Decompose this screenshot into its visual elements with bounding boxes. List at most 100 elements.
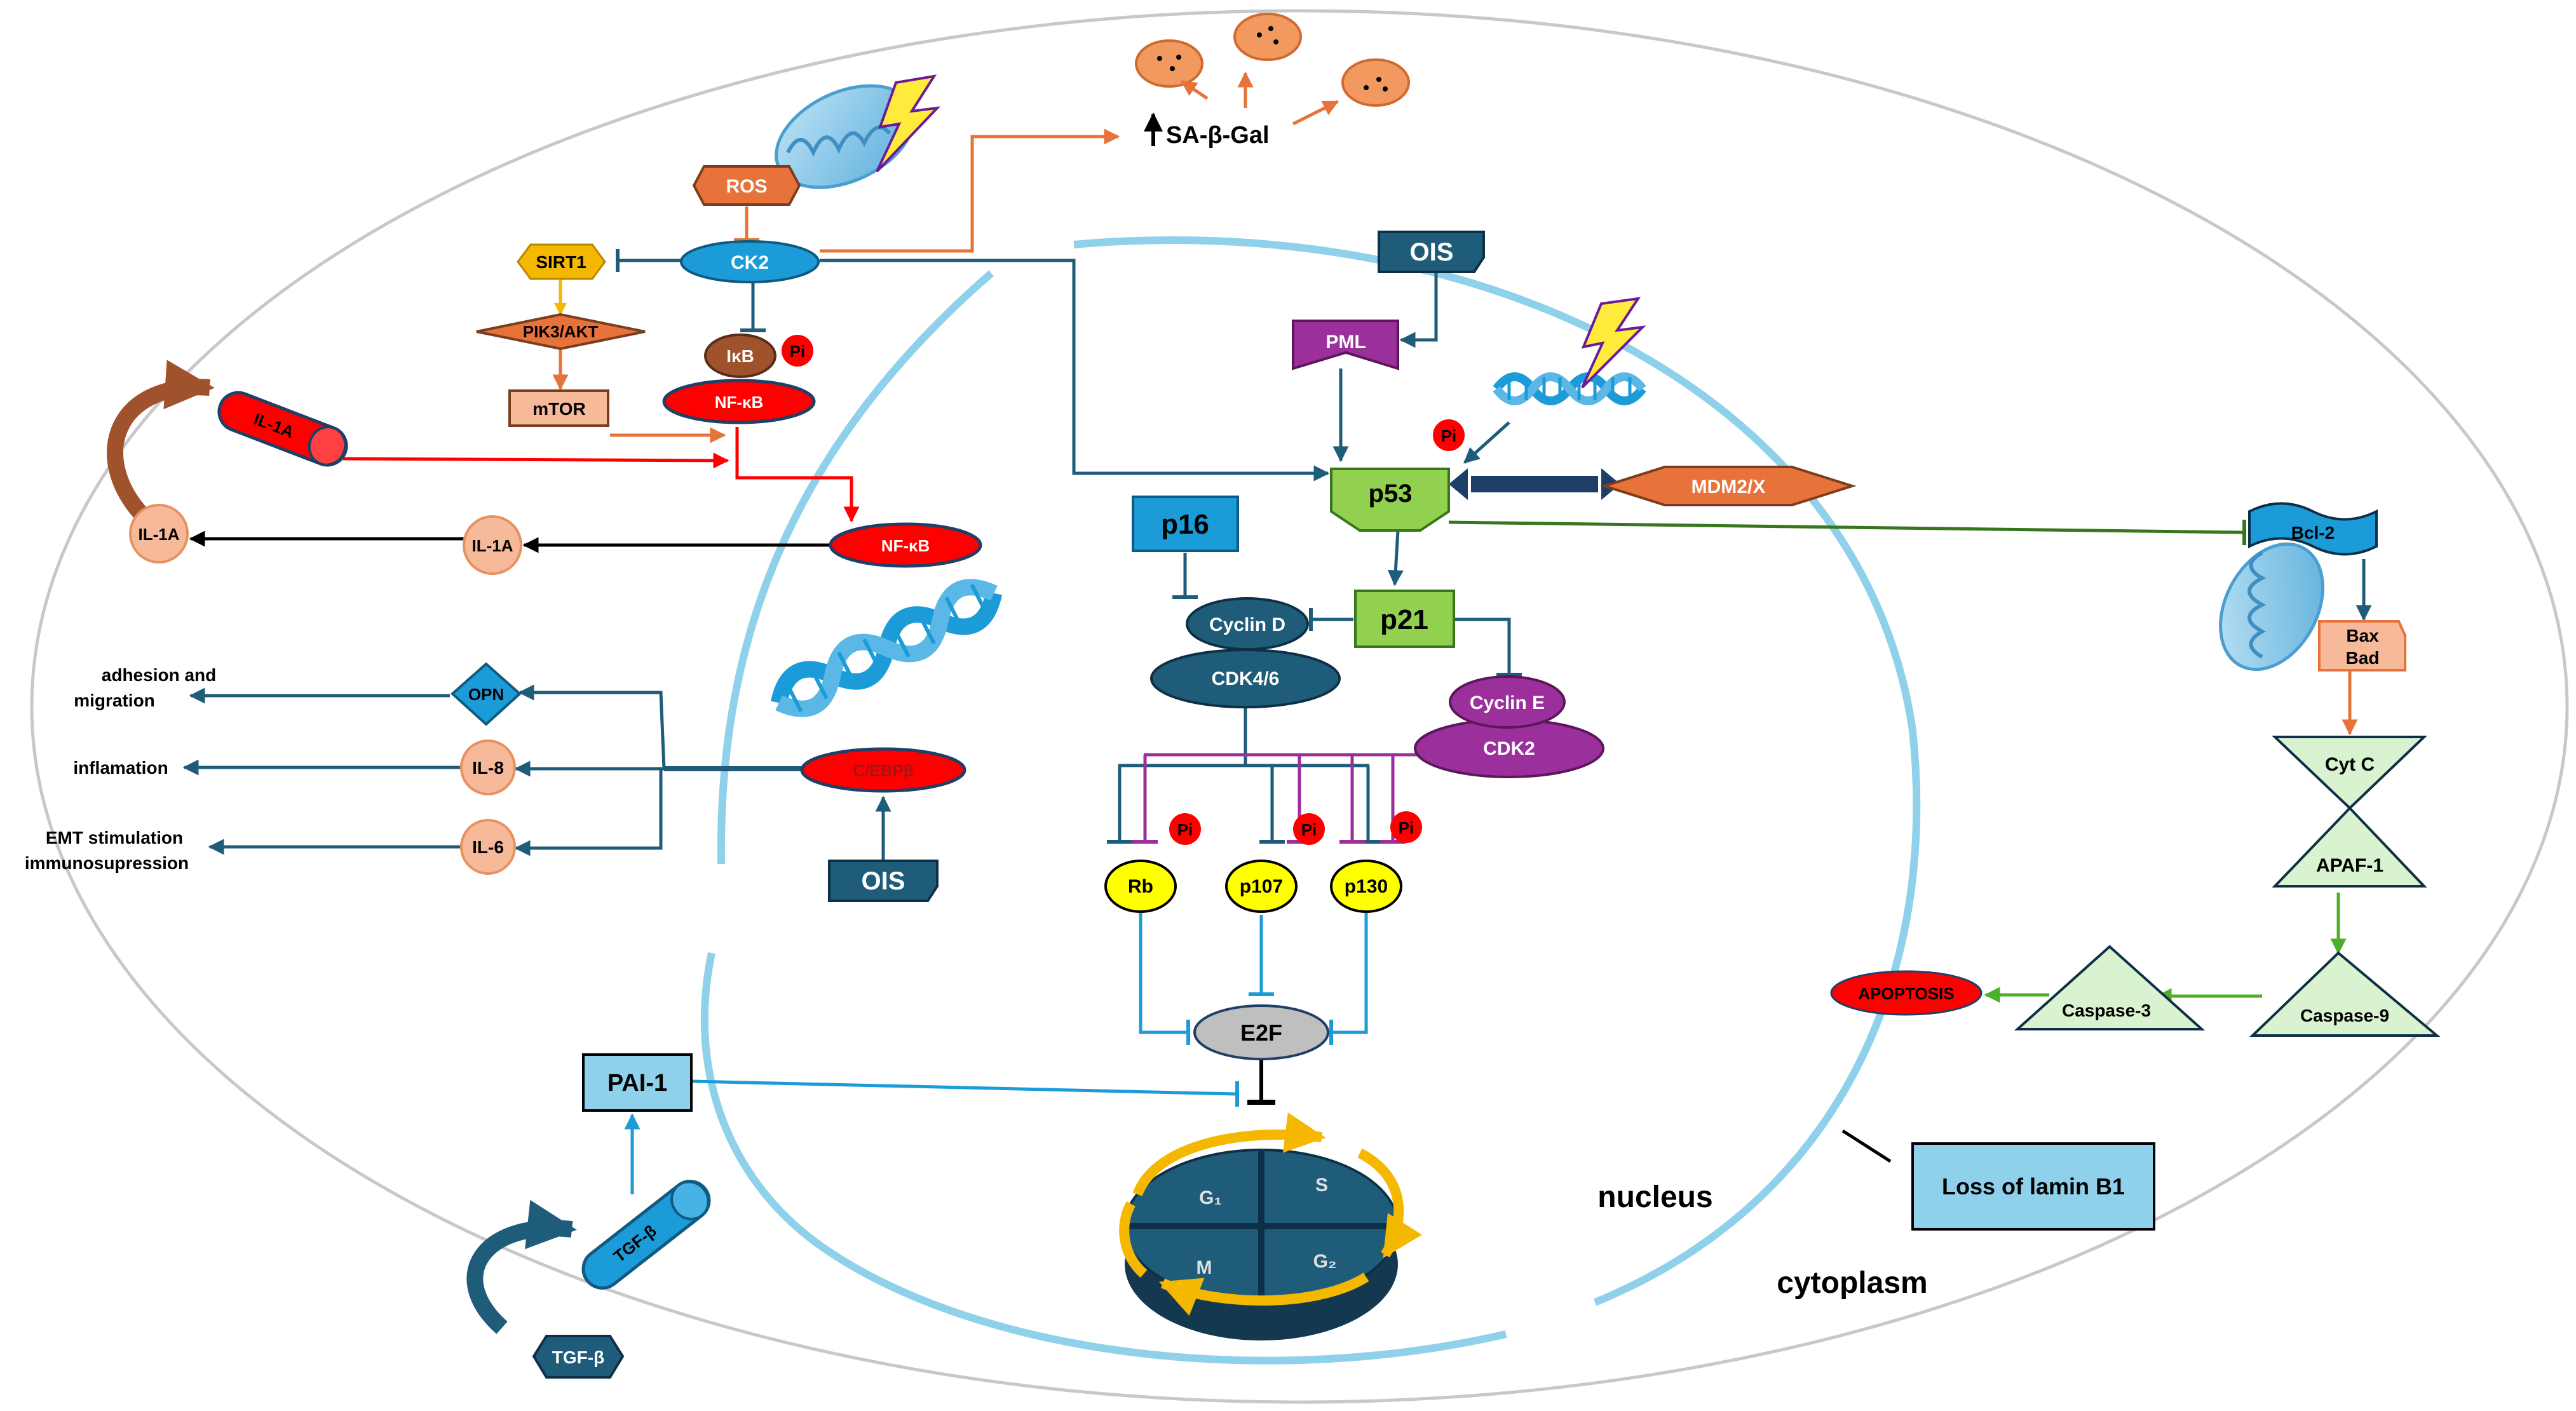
node-il1a-outer: IL-1A xyxy=(129,504,189,564)
casp9-label: Caspase-9 xyxy=(2300,1006,2389,1025)
edges xyxy=(182,128,2372,1194)
lightning-bolt-mito-icon xyxy=(876,74,941,173)
nucleus-label: nucleus xyxy=(1597,1180,1712,1214)
node-caspase9: Caspase-9 xyxy=(2249,951,2441,1037)
cyclin-e-label: Cyclin E xyxy=(1470,692,1545,713)
svg-text:Pi: Pi xyxy=(790,342,806,361)
apaf1-label: APAF-1 xyxy=(2316,855,2383,876)
node-il6: IL-6 xyxy=(460,819,516,875)
g1-label: G₁ xyxy=(1199,1187,1222,1208)
svg-text:Pi: Pi xyxy=(1177,820,1193,839)
cell-cycle-wheel-icon: G₁ S G₂ M xyxy=(1119,1112,1422,1340)
node-p21: p21 xyxy=(1354,590,1455,648)
bad-label: Bad xyxy=(2346,648,2380,668)
dna-helix-damaged-icon xyxy=(1493,372,1646,405)
node-ros: ROS xyxy=(692,165,801,206)
cyclin-d-label: Cyclin D xyxy=(1209,614,1285,635)
il1a-outer-label: IL-1A xyxy=(139,525,180,544)
bax-label: Bax xyxy=(2346,626,2379,645)
node-il1a-receptor: IL-1A xyxy=(217,391,348,467)
node-cdk46: CDK4/6 xyxy=(1150,649,1341,708)
node-bcl2: Bcl-2 xyxy=(2248,502,2378,556)
lysosome-icons xyxy=(1135,13,1410,107)
node-opn: OPN xyxy=(451,662,522,726)
pi-badge-ikb: Pi xyxy=(782,335,813,367)
opn-label: OPN xyxy=(468,685,504,704)
phenotype-inflammation: inflamation xyxy=(73,758,168,778)
node-nfkb-nucleus: NF-κB xyxy=(829,522,982,568)
node-caspase3: Caspase-3 xyxy=(2014,945,2206,1030)
node-ck2: CK2 xyxy=(680,240,820,283)
node-cyclin-d: Cyclin D xyxy=(1186,597,1309,651)
lamin-label: Loss of lamin B1 xyxy=(1942,1173,2125,1199)
node-sirt1: SIRT1 xyxy=(517,243,606,280)
svg-text:Pi: Pi xyxy=(1301,820,1317,839)
node-mtor: mTOR xyxy=(508,389,609,427)
svg-text:Pi: Pi xyxy=(1441,426,1457,445)
lightning-bolt-dna-icon xyxy=(1581,297,1646,389)
mdm2-label: MDM2/X xyxy=(1691,476,1766,497)
node-p130: p130 xyxy=(1330,860,1402,913)
nfkb2-label: NF-κB xyxy=(881,536,930,555)
il8-label: IL-8 xyxy=(472,758,504,778)
pai1-label: PAI-1 xyxy=(607,1070,667,1097)
pi-badge-p53: Pi xyxy=(1433,419,1465,451)
cdk46-label: CDK4/6 xyxy=(1212,668,1280,689)
node-rb: Rb xyxy=(1104,860,1177,913)
node-cebpb: C/EBPβ xyxy=(800,747,966,793)
node-p16: p16 xyxy=(1132,496,1239,552)
ois-cebp-label: OIS xyxy=(862,867,905,895)
phenotype-emt-line1: EMT stimulation xyxy=(46,828,183,847)
dna-helix-large-icon xyxy=(770,579,1003,717)
il6-label: IL-6 xyxy=(472,837,504,857)
node-p53: p53 xyxy=(1330,468,1450,532)
pi-badge-p107: Pi xyxy=(1293,813,1325,845)
node-e2f: E2F xyxy=(1193,1004,1329,1060)
node-tgfb-receptor: TGF-β xyxy=(581,1180,711,1290)
node-bax-bad: Bax Bad xyxy=(2318,620,2406,672)
ck2-label: CK2 xyxy=(731,252,769,273)
rb-label: Rb xyxy=(1128,876,1153,897)
cytoplasm-label: cytoplasm xyxy=(1777,1266,1927,1300)
tgfb-box-label: TGF-β xyxy=(552,1347,604,1367)
node-ois-top: OIS xyxy=(1378,231,1485,273)
node-p107: p107 xyxy=(1225,860,1298,913)
p16-label: p16 xyxy=(1161,509,1209,540)
tgfb-autocrine-curve-icon xyxy=(466,1199,577,1334)
svg-text:Pi: Pi xyxy=(1399,818,1414,837)
phenotype-adhesion-line1: adhesion and xyxy=(102,665,216,685)
node-cytc: Cyt C xyxy=(2271,736,2427,810)
e2f-label: E2F xyxy=(1240,1020,1282,1046)
ikb-label: IκB xyxy=(726,346,754,366)
node-mdm2x: MDM2/X xyxy=(1600,466,1857,506)
p21-label: p21 xyxy=(1380,604,1428,635)
pi-badge-p130: Pi xyxy=(1390,811,1422,843)
cytc-label: Cyt C xyxy=(2325,754,2375,775)
cell-membrane xyxy=(30,9,2569,1404)
s-label: S xyxy=(1315,1175,1328,1196)
pik3-akt-label: PIK3/AKT xyxy=(523,322,599,341)
casp3-label: Caspase-3 xyxy=(2062,1001,2151,1020)
node-ois-cebp: OIS xyxy=(828,860,939,902)
bcl2-label: Bcl-2 xyxy=(2291,523,2335,543)
mtor-label: mTOR xyxy=(532,399,586,419)
g2-label: G₂ xyxy=(1313,1251,1337,1272)
p130-label: p130 xyxy=(1345,876,1388,897)
node-il8: IL-8 xyxy=(460,739,516,795)
node-il1a-inner: IL-1A xyxy=(463,515,522,575)
node-apoptosis: APOPTOSIS xyxy=(1830,970,1983,1016)
p107-label: p107 xyxy=(1240,876,1283,897)
mitochondrion-right-icon xyxy=(2219,542,2324,672)
ois-top-label: OIS xyxy=(1410,238,1454,266)
phenotype-emt-line2: immunosupression xyxy=(25,853,189,873)
cebpb-label: C/EBPβ xyxy=(853,761,913,780)
pi-badge-rb: Pi xyxy=(1169,813,1201,845)
node-ikb: IκB xyxy=(704,334,776,378)
p53-label: p53 xyxy=(1369,480,1413,508)
il1a-autocrine-curve-icon xyxy=(107,360,215,522)
node-nfkb-cytoplasm: NF-κB xyxy=(662,379,816,424)
nfkb-label: NF-κB xyxy=(715,393,764,412)
node-apaf1: APAF-1 xyxy=(2272,806,2427,888)
